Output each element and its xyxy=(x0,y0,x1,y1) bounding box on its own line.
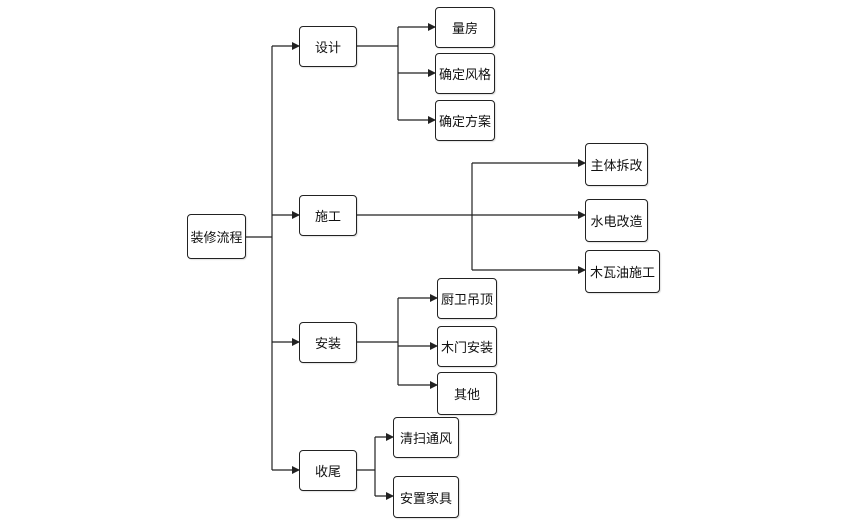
node-label: 清扫通风 xyxy=(399,432,452,447)
branch-label: 收尾 xyxy=(314,465,341,480)
node-demolition: 主体拆改 xyxy=(585,143,648,186)
root-node: 装修流程 xyxy=(187,214,246,259)
node-label: 确定方案 xyxy=(438,115,491,130)
branch-construction: 施工 xyxy=(299,195,357,236)
node-woodwork: 木瓦油施工 xyxy=(585,250,660,293)
node-plan: 确定方案 xyxy=(435,100,495,141)
branch-finishing: 收尾 xyxy=(299,450,357,491)
node-label: 木门安装 xyxy=(440,341,493,356)
node-label: 确定风格 xyxy=(438,68,491,83)
node-label: 水电改造 xyxy=(590,215,643,230)
node-label: 安置家具 xyxy=(399,491,452,507)
node-label: 其他 xyxy=(453,388,480,403)
branch-label: 施工 xyxy=(314,210,341,225)
branch-design: 设计 xyxy=(299,26,357,67)
node-furniture: 安置家具 xyxy=(393,476,459,518)
branch-installation: 安装 xyxy=(299,322,357,363)
node-cleaning: 清扫通风 xyxy=(393,417,459,458)
node-ceiling: 厨卫吊顶 xyxy=(437,278,497,319)
node-other: 其他 xyxy=(437,372,497,415)
branch-label: 设计 xyxy=(314,41,341,56)
node-plumbing-electrical: 水电改造 xyxy=(585,199,648,242)
node-label: 木瓦油施工 xyxy=(589,266,655,281)
node-style: 确定风格 xyxy=(435,53,495,94)
node-door: 木门安装 xyxy=(437,326,497,367)
node-label: 量房 xyxy=(451,22,478,37)
root-label: 装修流程 xyxy=(190,231,243,246)
branch-label: 安装 xyxy=(314,337,341,352)
node-label: 主体拆改 xyxy=(590,159,643,174)
node-label: 厨卫吊顶 xyxy=(440,293,493,308)
node-measure: 量房 xyxy=(435,7,495,48)
